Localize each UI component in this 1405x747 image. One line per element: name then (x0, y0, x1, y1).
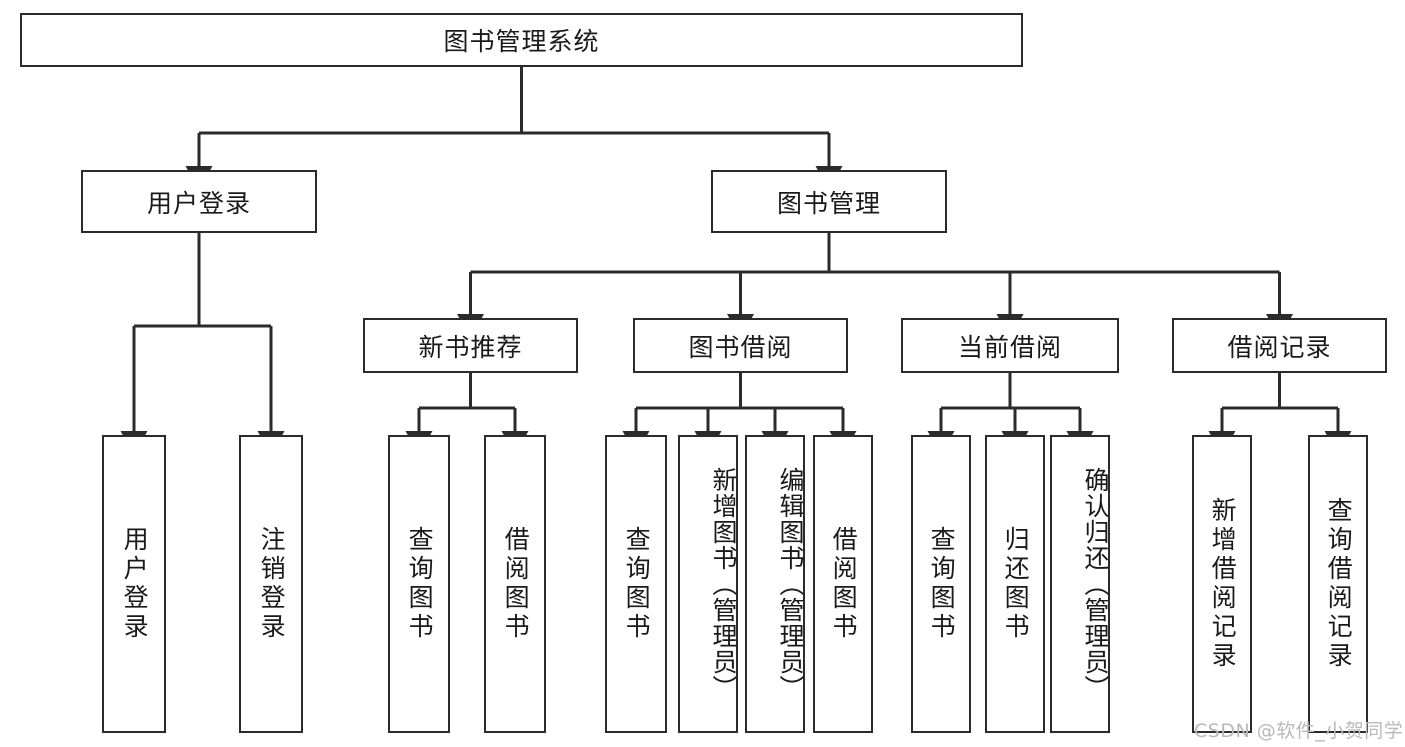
node-leaf_return_book[interactable]: 归还图书 (985, 435, 1045, 733)
node-label: 借阅图书 (829, 526, 859, 642)
node-leaf_query_book_1[interactable]: 查询图书 (388, 435, 450, 733)
node-leaf_edit_book[interactable]: 编辑图书（管理员） (745, 435, 805, 733)
node-label: 借阅图书 (501, 526, 531, 642)
node-label: 新增图书（管理员） (709, 467, 738, 701)
node-label: 查询图书 (405, 526, 435, 642)
node-leaf_borrow_book_2[interactable]: 借阅图书 (813, 435, 873, 733)
node-leaf_query_book_2[interactable]: 查询图书 (605, 435, 667, 733)
csdn-watermark: CSDN @软件_小贺同学 (1194, 720, 1404, 742)
node-borrow_record[interactable]: 借阅记录 (1172, 318, 1387, 373)
node-leaf_query_book_3[interactable]: 查询图书 (911, 435, 971, 733)
node-label: 用户登录 (120, 526, 150, 642)
node-label: 查询图书 (927, 526, 957, 642)
node-current_borrow[interactable]: 当前借阅 (901, 318, 1119, 373)
node-leaf_query_record[interactable]: 查询借阅记录 (1308, 435, 1368, 733)
node-leaf_add_record[interactable]: 新增借阅记录 (1192, 435, 1252, 733)
node-leaf_user_logout[interactable]: 注销登录 (239, 435, 303, 733)
node-label: 归还图书 (1001, 526, 1031, 642)
node-label: 借阅记录 (1227, 332, 1332, 362)
node-label: 图书借阅 (688, 332, 793, 362)
node-label: 图书管理系统 (443, 27, 600, 56)
node-label: 新书推荐 (418, 332, 523, 362)
node-label: 查询图书 (622, 526, 652, 642)
node-label: 注销登录 (257, 526, 287, 642)
node-label: 新增借阅记录 (1208, 497, 1238, 671)
node-user_login[interactable]: 用户登录 (81, 170, 317, 233)
node-leaf_user_login[interactable]: 用户登录 (102, 435, 166, 733)
node-label: 确认归还（管理员） (1081, 467, 1110, 701)
node-book_manage[interactable]: 图书管理 (711, 170, 947, 233)
node-root[interactable]: 图书管理系统 (20, 13, 1023, 67)
node-book_borrow[interactable]: 图书借阅 (633, 318, 848, 373)
node-new_book_rec[interactable]: 新书推荐 (363, 318, 578, 373)
node-label: 编辑图书（管理员） (776, 467, 805, 701)
node-leaf_borrow_book_1[interactable]: 借阅图书 (484, 435, 546, 733)
node-label: 图书管理 (776, 188, 881, 218)
node-leaf_add_book[interactable]: 新增图书（管理员） (678, 435, 738, 733)
node-label: 查询借阅记录 (1324, 497, 1354, 671)
node-leaf_confirm_return[interactable]: 确认归还（管理员） (1050, 435, 1110, 733)
node-label: 当前借阅 (957, 332, 1062, 362)
node-label: 用户登录 (146, 188, 251, 218)
